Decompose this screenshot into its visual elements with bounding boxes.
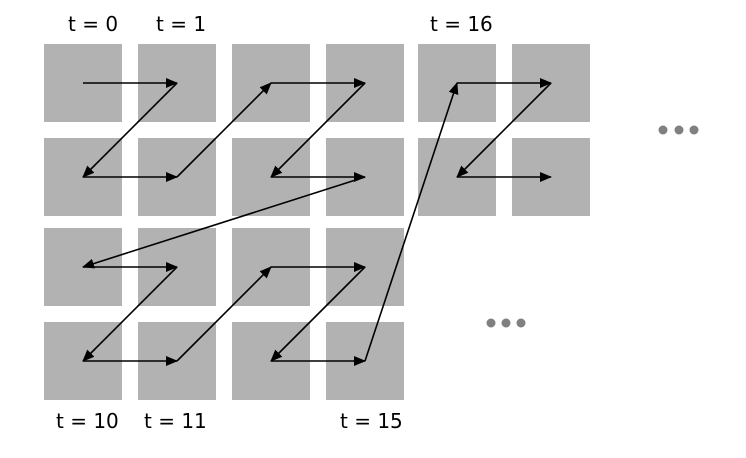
time-labels: t = 0 t = 1 t = 16 t = 10 t = 11 t = 15 [56,12,493,433]
ellipsis-bottom [486,318,526,328]
traversal-arrow-11 [176,266,272,362]
ellipsis-dot [516,318,526,328]
grid-cells [44,44,590,400]
traversal-arrow-1 [82,82,178,178]
label-t0: t = 0 [68,12,118,36]
label-t15: t = 15 [340,409,403,433]
ellipsis-dot [501,318,511,328]
label-t11: t = 11 [144,409,207,433]
traversal-arrow-13 [270,266,366,362]
traversal-arrow-9 [82,266,178,362]
ellipsis-dot [658,125,668,135]
traversal-arrow-17 [456,82,552,178]
label-t1: t = 1 [156,12,206,36]
traversal-arrows [82,78,552,366]
label-t16: t = 16 [430,12,493,36]
traversal-arrow-15 [364,82,459,362]
ellipsis-dot [674,125,684,135]
ellipsis-dot [486,318,496,328]
traversal-arrow-7 [82,176,366,269]
traversal-arrow-5 [270,82,366,178]
traversal-arrow-3 [176,82,272,178]
ellipsis-dot [689,125,699,135]
label-t10: t = 10 [56,409,119,433]
ellipsis-right [658,125,699,135]
